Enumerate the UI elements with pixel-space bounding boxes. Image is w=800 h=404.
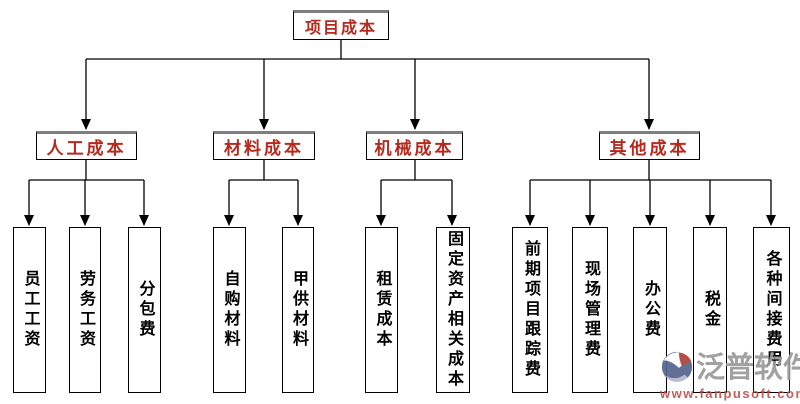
- leaf-label: 员工工资: [21, 270, 39, 350]
- branch-box-material-cost: 材料成本: [213, 131, 315, 160]
- leaf-box-labor-service-wages: 劳务工资: [69, 227, 101, 393]
- leaf-box-office-fee: 办公费: [633, 227, 667, 393]
- root-box-project-cost: 项目成本: [293, 10, 389, 40]
- watermark-brand: 泛普软件: [696, 351, 800, 384]
- branch-label: 其他成本: [609, 139, 690, 158]
- leaf-label: 分包费: [136, 280, 154, 340]
- leaf-box-self-purchased-materials: 自购材料: [213, 227, 246, 393]
- leaf-label: 自购材料: [221, 270, 239, 350]
- branch-box-machinery-cost: 机械成本: [366, 131, 463, 160]
- leaf-box-employee-wages: 员工工资: [13, 227, 46, 393]
- leaf-label: 办公费: [642, 280, 659, 340]
- root-label: 项目成本: [304, 20, 377, 37]
- branch-label: 机械成本: [374, 139, 455, 158]
- leaf-box-subcontract-fee: 分包费: [128, 227, 161, 393]
- branch-label: 人工成本: [46, 139, 127, 158]
- leaf-label: 劳务工资: [77, 270, 94, 350]
- leaf-box-early-project-tracking-fee: 前期项目跟踪费: [512, 227, 548, 393]
- watermark-url: www.fanpusoft.com: [660, 386, 800, 401]
- branch-box-other-cost: 其他成本: [599, 131, 700, 160]
- leaf-label: 甲供材料: [290, 270, 307, 350]
- leaf-box-rental-cost: 租赁成本: [365, 227, 398, 393]
- leaf-box-site-management-fee: 现场管理费: [572, 227, 608, 393]
- branch-label: 材料成本: [224, 139, 304, 158]
- leaf-label: 前期项目跟踪费: [522, 240, 539, 380]
- leaf-label: 税金: [702, 290, 719, 330]
- leaf-label: 固定资产相关成本: [445, 230, 462, 390]
- leaf-box-fixed-asset-related-cost: 固定资产相关成本: [436, 227, 470, 393]
- watermark: 泛普软件 www.fanpusoft.com: [660, 348, 800, 401]
- leaf-box-indirect-costs: 各种间接费用: [753, 227, 790, 393]
- branch-box-labor-cost: 人工成本: [36, 131, 137, 160]
- fanpu-logo-icon: [660, 347, 694, 390]
- leaf-box-owner-supplied-materials: 甲供材料: [282, 227, 314, 393]
- leaf-box-tax: 税金: [693, 227, 727, 393]
- leaf-label: 租赁成本: [373, 270, 391, 350]
- leaf-label: 现场管理费: [582, 260, 599, 360]
- leaf-label: 各种间接费用: [763, 250, 781, 370]
